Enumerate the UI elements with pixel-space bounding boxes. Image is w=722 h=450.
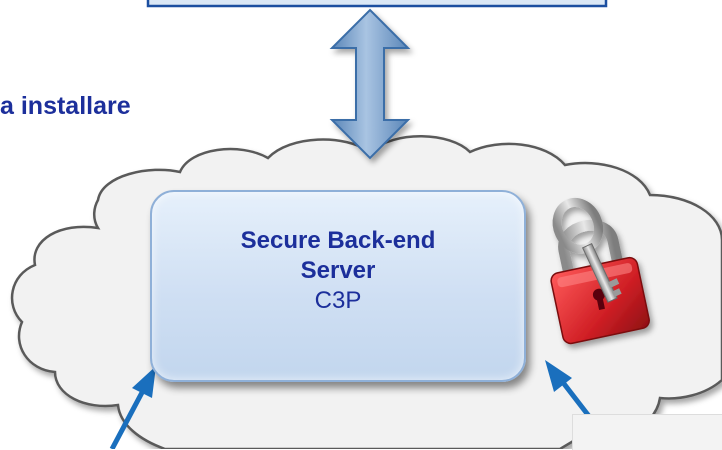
caption-text: a installare	[0, 92, 131, 120]
server-title: Secure Back-end Server	[240, 227, 436, 284]
double-arrow-icon	[329, 8, 411, 160]
secure-server-box: Secure Back-end Server C3P	[150, 190, 526, 382]
arrow-left-icon	[109, 366, 156, 449]
top-box	[146, 0, 608, 8]
corner-panel	[572, 414, 722, 450]
padlock-with-key-icon	[550, 197, 650, 345]
server-subtitle: C3P	[314, 287, 362, 314]
